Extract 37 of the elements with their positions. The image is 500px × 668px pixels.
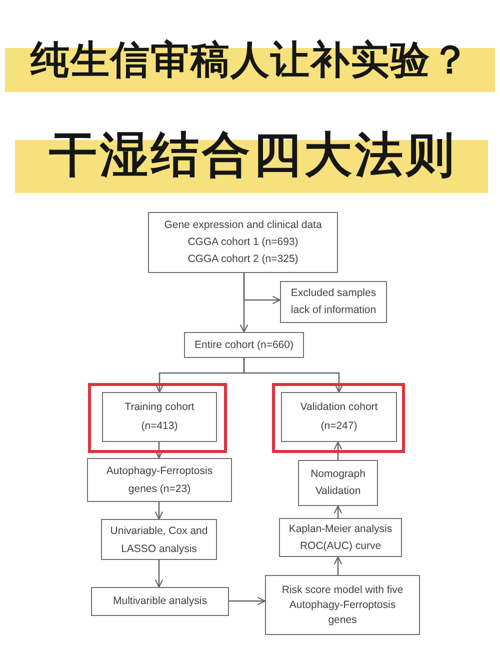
- arrow: [334, 556, 342, 575]
- process-box: [279, 518, 402, 557]
- process-box: [184, 332, 304, 358]
- step-label: Training cohort (n=413): [124, 400, 196, 434]
- step-label: Entire cohort (n=660): [194, 338, 294, 352]
- arrow: [154, 442, 164, 459]
- process-box: [281, 392, 397, 442]
- heading: 干湿结合四大法则: [15, 128, 488, 193]
- highlight-frame: [88, 383, 227, 453]
- arrow: [334, 505, 342, 518]
- step-label: Validation cohort (n=247): [299, 400, 379, 434]
- arrow: [334, 441, 342, 460]
- process-box: [148, 212, 338, 273]
- process-box: [101, 519, 217, 560]
- step-label: Kaplan-Meier analysis ROC(AUC) curve: [288, 522, 394, 554]
- step-label: CGGA cohort 2 (n=325): [188, 252, 298, 267]
- arrow: [240, 273, 248, 333]
- arrow: [229, 596, 266, 606]
- highlight-frame: [272, 383, 405, 453]
- title: 纯生信审稿人让补实验？: [5, 39, 495, 92]
- process-box: [102, 392, 217, 442]
- process-box: [87, 458, 232, 502]
- arrow: [154, 502, 164, 520]
- step-label: CGGA cohort 1 (n=693): [188, 235, 298, 250]
- step-label: Multivarible analysis: [113, 594, 207, 609]
- step-label: Univariable, Cox and LASSO analysis: [109, 524, 209, 556]
- process-box: [91, 587, 229, 616]
- step-label: Autophagy-Ferroptosis genes (n=23): [105, 464, 214, 497]
- step-label: Excluded samples lack of information: [290, 286, 378, 318]
- process-box: [265, 575, 420, 635]
- process-box: [280, 281, 387, 323]
- arrow: [243, 358, 344, 393]
- step-label: Risk score model with five Autophagy-Ferroptosis genes: [280, 582, 404, 628]
- arrow: [154, 560, 164, 588]
- process-box: [298, 460, 378, 506]
- step-label: Nomograph Validation: [310, 467, 366, 499]
- step-label: Gene expression and clinical data: [164, 218, 322, 233]
